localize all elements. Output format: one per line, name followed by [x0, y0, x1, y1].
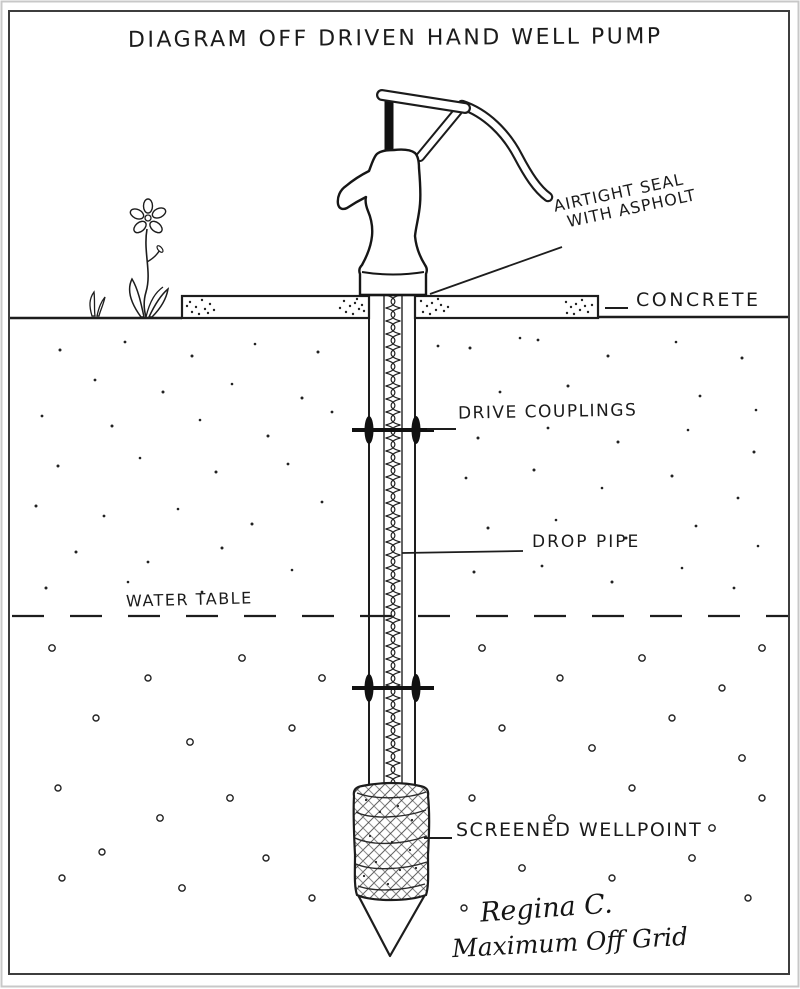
label-water-table: WATER TABLE	[125, 588, 253, 611]
screened-wellpoint	[352, 781, 431, 902]
drop-pipe-column	[383, 294, 403, 791]
soil-dots	[34, 336, 760, 594]
page-border	[8, 10, 790, 975]
label-screened-wellpoint: SCREENED WELLPOINT	[456, 819, 703, 841]
airtight-seal-leader	[429, 246, 563, 295]
well-pipe	[368, 294, 416, 791]
pump-body-with-spout	[336, 148, 428, 297]
pump-handle	[456, 99, 554, 203]
handle-top-bar	[376, 89, 471, 114]
hand-pump-illustration	[336, 89, 554, 297]
wellpoint-dots	[362, 798, 418, 886]
drop-pipe-leader	[401, 550, 524, 554]
grass-icon	[89, 290, 106, 317]
flower-icon	[129, 198, 170, 318]
label-drive-couplings: DRIVE COUPLINGS	[457, 400, 638, 424]
wellpoint-screen-wraps	[354, 791, 428, 891]
concrete-pad-left	[180, 294, 371, 320]
pump-base-flare-line	[361, 271, 425, 276]
diagram-title: DIAGRAM OFF DRIVEN HAND WELL PUMP	[127, 24, 663, 53]
drive-coupling-lower	[352, 674, 434, 702]
concrete-stipple	[185, 297, 594, 316]
wellpoint-tip	[355, 891, 428, 958]
label-drop-pipe: DROP PIPE	[532, 532, 641, 552]
groundwater-droplets	[48, 644, 766, 912]
handle-linkage	[415, 106, 463, 162]
label-concrete: CONCRETE	[636, 289, 761, 311]
drive-coupling-upper	[352, 416, 434, 444]
